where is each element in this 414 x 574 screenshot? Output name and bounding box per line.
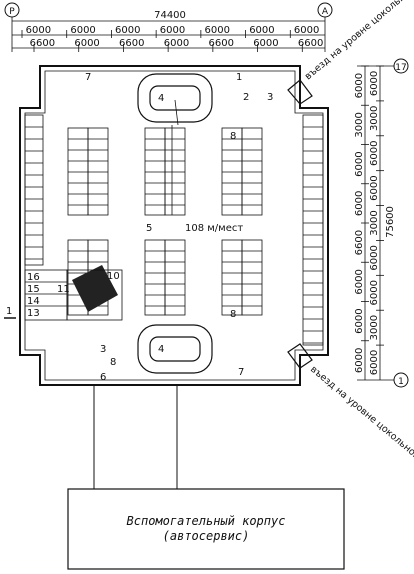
stall-column	[144, 127, 166, 216]
top-dim-label-1: 6000	[115, 25, 140, 36]
room-7-bottom: 7	[238, 367, 244, 378]
top-dim-label-2: 6000	[164, 38, 189, 49]
stall-column	[67, 127, 89, 216]
axis-label-bottom-right: 1	[398, 377, 404, 387]
axis-marker-right: А	[317, 2, 333, 18]
room-11: 11	[57, 284, 70, 295]
top-dim-label-2: 6600	[30, 38, 55, 49]
left-rooms-block	[24, 269, 123, 321]
ramp-exit-bottom	[287, 343, 313, 369]
axis-label-left: Р	[9, 7, 15, 17]
right-dim-label-1: 6600	[354, 230, 365, 255]
room-3-bottom: 3	[100, 344, 106, 355]
right-dim-label-1: 6000	[354, 73, 365, 98]
room-13: 14	[27, 296, 40, 307]
section-mark-left: 1	[4, 306, 16, 319]
right-dim-label-1: 6000	[354, 348, 365, 373]
top-dim-label-1: 6000	[294, 25, 319, 36]
stall-column	[302, 114, 324, 346]
right-dim-label-1: 6000	[354, 269, 365, 294]
ramp-upper	[137, 73, 213, 126]
section-mark-label: 1	[6, 306, 12, 317]
axis-marker-bottom-right: 1	[393, 372, 409, 388]
right-dim-label-1: 6000	[354, 191, 365, 216]
stall-column	[241, 127, 263, 216]
stall-column	[241, 239, 263, 316]
room-8-bottom: 8	[230, 309, 236, 320]
room-3-top: 3	[267, 92, 273, 103]
aux-building	[67, 488, 345, 570]
stall-column	[164, 239, 186, 316]
stall-column	[164, 127, 186, 216]
room-12: 13	[27, 308, 40, 319]
right-dim-label-2: 6000	[369, 140, 380, 165]
top-dim-label-1: 6000	[249, 25, 274, 36]
top-dim-label-2: 6600	[298, 38, 323, 49]
top-dim-label-1: 6000	[70, 25, 95, 36]
right-dim-label-2: 6000	[369, 175, 380, 200]
room-6: 6	[100, 372, 106, 383]
top-dim-label-2: 6600	[208, 38, 233, 49]
stall-column	[24, 114, 44, 266]
axis-marker-left: Р	[4, 2, 20, 18]
right-dim-label-2: 3000	[369, 106, 380, 131]
room-5: 5	[146, 223, 152, 234]
room-1: 1	[236, 72, 242, 83]
top-dim-label-2: 6000	[253, 38, 278, 49]
right-dim-label-1: 6000	[354, 308, 365, 333]
top-dim-row-2: 6600 6000 6600 6000 6600 6000 6600	[30, 38, 323, 52]
right-dim-label-2: 6000	[369, 280, 380, 305]
total-height-label: 75600	[385, 206, 396, 238]
right-dim-label-1: 3000	[354, 112, 365, 137]
room-15: 16	[27, 272, 40, 283]
top-dim-row-1: 6000 6000 6000 6000 6000 6000 6000	[21, 25, 319, 38]
room-8-small: 8	[110, 357, 116, 368]
top-dim-label-2: 6000	[74, 38, 99, 49]
axis-marker-top-right: 17	[393, 58, 409, 74]
connector-lines	[93, 385, 178, 489]
room-10: 10	[107, 271, 120, 282]
room-4-top: 4	[158, 93, 164, 104]
building-outline	[19, 65, 329, 386]
right-dim-label-2: 6000	[369, 245, 380, 270]
top-dim-label-1: 6000	[160, 25, 185, 36]
right-dim-label-2: 6000	[369, 350, 380, 375]
room-14: 15	[27, 284, 40, 295]
right-dim-label-2: 3000	[369, 210, 380, 235]
room-8-top: 8	[230, 131, 236, 142]
right-dim-label-2: 3000	[369, 315, 380, 340]
room-7-top: 7	[85, 72, 91, 83]
stall-column	[87, 127, 109, 216]
parking-stalls	[24, 114, 324, 346]
top-dim-label-1: 6000	[204, 25, 229, 36]
total-width-label: 74400	[154, 10, 186, 21]
right-dim-col-1: 6000 3000 6000 6000 6600 6000 6000 6000	[354, 65, 369, 373]
ramp-lower	[137, 324, 213, 374]
axis-label-top-right: 17	[395, 63, 406, 73]
axis-label-right: А	[322, 7, 329, 17]
top-dim-label-1: 6000	[26, 25, 51, 36]
right-dim-label-2: 6000	[369, 71, 380, 96]
room-4-bottom: 4	[158, 344, 164, 355]
ramp-exit-top	[287, 79, 313, 105]
room-2: 2	[243, 92, 249, 103]
right-dim-col-2: 6000 3000 6000 6000 3000 6000 6000 3000 6000	[369, 65, 384, 375]
right-dim-label-1: 6000	[354, 151, 365, 176]
hatched-block	[72, 265, 118, 312]
top-dim-label-2: 6600	[119, 38, 144, 49]
capacity-label: 108 м/мест	[185, 223, 243, 234]
